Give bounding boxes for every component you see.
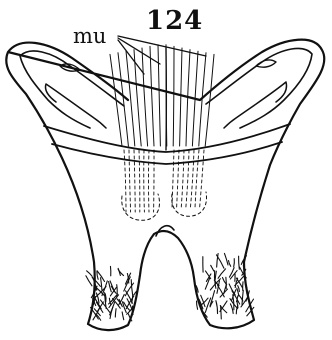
fibre: [131, 280, 132, 295]
fibre: [218, 269, 225, 278]
dashed-fibre: [139, 150, 140, 212]
fibre: [237, 288, 239, 296]
fibre: [150, 46, 154, 146]
fibre: [87, 271, 93, 277]
dashed-fibre: [129, 150, 131, 212]
fibre: [134, 50, 141, 146]
outer-outline: [6, 40, 324, 330]
fibre: [94, 286, 104, 296]
dashed-fibre: [195, 150, 199, 208]
left-arm-inner-loop: [20, 51, 124, 128]
dashed-fibre: [181, 150, 184, 208]
fibre: [92, 277, 100, 286]
fibre: [215, 271, 216, 280]
fibre: [180, 48, 182, 146]
dashed-fibre: [134, 150, 135, 212]
fibre: [122, 312, 124, 320]
right-arm-small-lobe: [256, 60, 276, 67]
fibre: [216, 301, 218, 314]
fibre: [234, 259, 235, 267]
fibre: [205, 54, 214, 146]
fibre: [242, 290, 243, 304]
fibre: [221, 306, 222, 319]
fibre: [197, 301, 198, 309]
fibre: [230, 304, 233, 314]
figure-number: 124: [146, 6, 203, 36]
fibre: [158, 45, 160, 146]
right-arm-inner-loop: [206, 48, 312, 128]
fibre: [211, 265, 214, 271]
dashed-fibre: [172, 150, 174, 208]
mu-label: mu: [73, 24, 106, 48]
fibre: [86, 276, 92, 286]
fibre: [229, 261, 231, 267]
fibre: [224, 253, 228, 264]
fibre: [101, 278, 102, 291]
fibre: [173, 46, 174, 146]
dashed-fibre: [200, 150, 204, 208]
dashed-fibre: [190, 150, 194, 208]
fibre: [117, 285, 118, 297]
dashed-fibre: [177, 150, 179, 208]
mu-leader-lines: [118, 36, 206, 74]
dashed-fibre: [144, 150, 145, 212]
fibre: [115, 309, 116, 317]
dashed-fibre: [186, 150, 189, 208]
fibre: [142, 48, 148, 146]
